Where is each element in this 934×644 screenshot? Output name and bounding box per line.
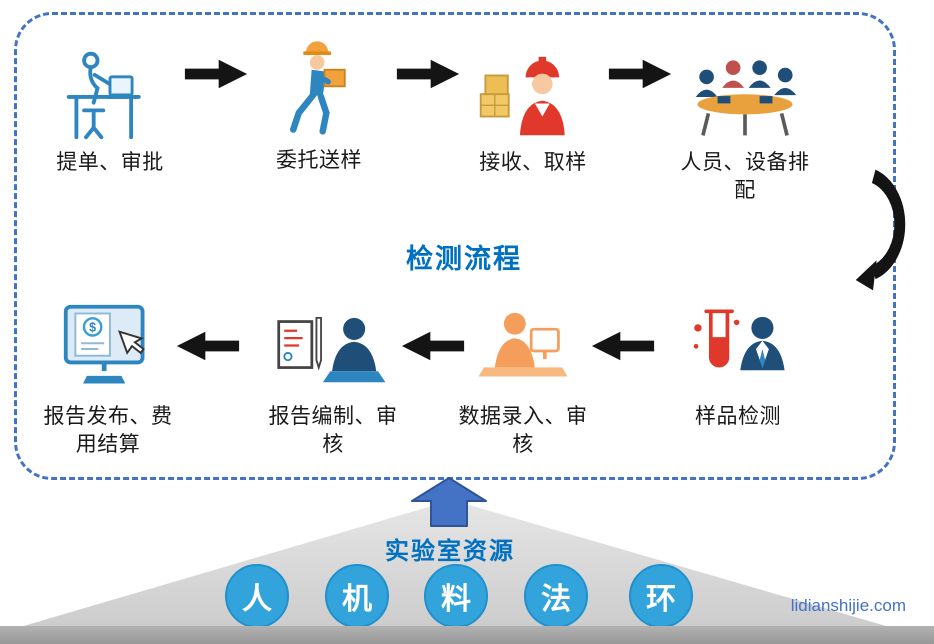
step-report-release: $ 报告发布、费用结算 <box>33 297 183 460</box>
step-report-compile: 报告编制、审核 <box>258 297 408 460</box>
report-edit-icon <box>258 297 408 397</box>
step-receive-sampling: 接收、取样 <box>458 31 608 177</box>
resources-title: 实验室资源 <box>385 538 515 565</box>
up-arrow-icon <box>411 477 487 532</box>
resource-circle-fa: 法 <box>524 564 588 628</box>
process-title: 检测流程 <box>406 244 522 274</box>
watermark: lidianshijie.com <box>790 596 906 615</box>
step-label: 人员、设备排配 <box>680 151 810 203</box>
worker-receive-icon <box>458 31 608 143</box>
step-sample-delivery: 委托送样 <box>244 29 394 175</box>
step-label: 接收、取样 <box>479 151 587 174</box>
step-label: 样品检测 <box>695 405 781 428</box>
step-staff-equipment: 人员、设备排配 <box>670 31 820 206</box>
right-arrow-icon <box>183 58 249 90</box>
right-arrow-icon <box>607 58 673 90</box>
team-meeting-icon <box>670 31 820 143</box>
data-entry-person-icon <box>448 297 598 397</box>
step-label: 报告发布、费用结算 <box>43 405 173 457</box>
left-arrow-icon <box>400 330 466 362</box>
sample-test-icon <box>663 297 813 397</box>
resource-circle-huan: 环 <box>629 564 693 628</box>
resource-circle-liao: 料 <box>424 564 488 628</box>
left-arrow-icon <box>175 330 241 362</box>
left-arrow-icon <box>590 330 656 362</box>
step-data-entry: 数据录入、审核 <box>448 297 598 460</box>
curve-down-arrow-icon <box>855 165 927 297</box>
delivery-person-icon <box>244 29 394 141</box>
right-arrow-icon <box>395 58 461 90</box>
person-at-desk-icon <box>35 31 185 143</box>
process-flow-box: 提单、审批 委托送样 <box>14 12 906 480</box>
resource-circle-ren: 人 <box>225 564 289 628</box>
step-label: 数据录入、审核 <box>458 405 588 457</box>
monitor-billing-icon: $ <box>33 297 183 397</box>
svg-text:$: $ <box>89 321 96 335</box>
step-label: 报告编制、审核 <box>268 405 398 457</box>
step-sample-testing: 样品检测 <box>663 297 813 431</box>
step-label: 提单、审批 <box>56 151 164 174</box>
footer-bar <box>0 626 934 644</box>
resource-circle-ji: 机 <box>325 564 389 628</box>
step-label: 委托送样 <box>276 149 362 172</box>
step-order-approval: 提单、审批 <box>35 31 185 177</box>
